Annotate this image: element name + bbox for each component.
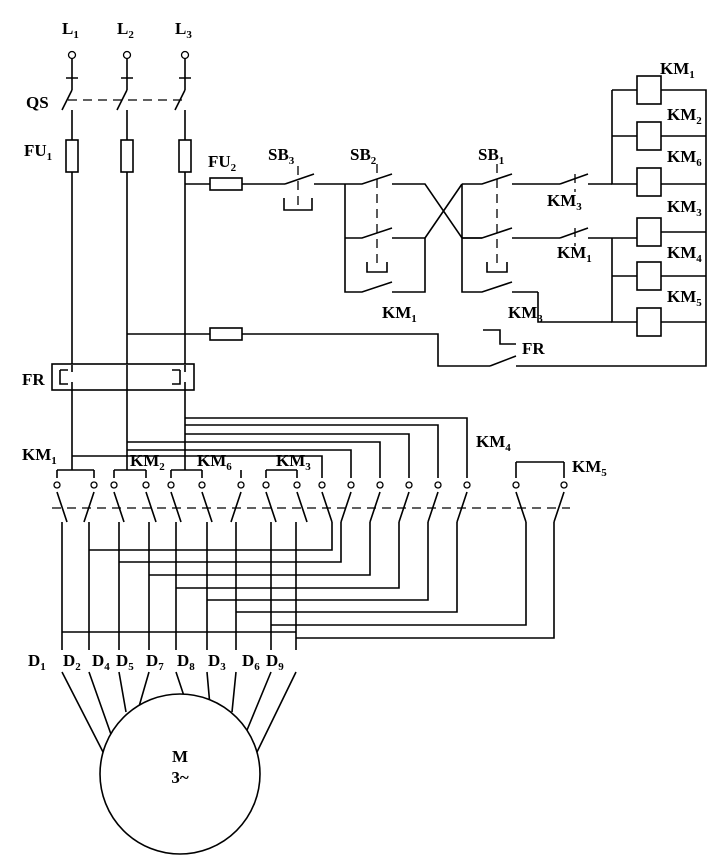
label-L2: L2	[117, 19, 134, 41]
label-D9: D9	[266, 651, 284, 673]
label-D8: D8	[177, 651, 195, 673]
fuses-fu1	[65, 139, 192, 173]
label-D5: D5	[116, 651, 134, 673]
control-fuses	[209, 177, 490, 367]
label-FR-relay: FR	[22, 370, 45, 389]
label-FR-contact: FR	[522, 339, 545, 358]
coils	[611, 75, 707, 337]
switch-qs	[61, 78, 186, 140]
interconnect-wiring	[62, 417, 555, 639]
label-D7: D7	[146, 651, 164, 673]
main-contacts	[52, 461, 570, 650]
main-bus	[71, 172, 210, 365]
stop-button-sb3	[283, 166, 345, 211]
label-main-KM1: KM1	[22, 445, 57, 467]
label-main-KM5: KM5	[572, 457, 607, 479]
label-FU1: FU1	[24, 141, 52, 163]
motor-label: M	[172, 747, 188, 766]
label-main-KM6: KM6	[197, 451, 232, 473]
thermal-relay-fr	[51, 363, 195, 470]
label-KM1-hold: KM1	[382, 303, 417, 325]
label-SB2: SB2	[350, 145, 377, 167]
label-coil-KM3: KM3	[667, 197, 702, 219]
label-coil-KM6: KM6	[667, 147, 702, 169]
label-coil-KM5: KM5	[667, 287, 702, 309]
label-KM3-ctrl: KM3	[547, 191, 582, 213]
labels: L1 L2 L3 QS FU1 FU2 SB3 SB2 SB1 KM3 KM1 …	[22, 19, 702, 673]
label-SB1: SB1	[478, 145, 504, 167]
motor-phase-label: 3~	[171, 768, 189, 787]
label-D6: D6	[242, 651, 260, 673]
label-coil-KM2: KM2	[667, 105, 702, 127]
motor-leads	[61, 671, 297, 753]
label-D4: D4	[92, 651, 110, 673]
label-KM3-hold: KM3	[508, 303, 543, 325]
label-main-KM3: KM3	[276, 451, 311, 473]
label-coil-KM1: KM1	[660, 59, 695, 81]
label-D1: D1	[28, 651, 46, 673]
label-main-KM2: KM2	[130, 451, 165, 473]
label-D2: D2	[63, 651, 81, 673]
label-QS: QS	[26, 93, 49, 112]
label-SB3: SB3	[268, 145, 295, 167]
label-main-KM4: KM4	[476, 432, 511, 454]
label-coil-KM4: KM4	[667, 243, 702, 265]
label-L1: L1	[62, 19, 79, 41]
label-KM1-ctrl: KM1	[557, 243, 592, 265]
label-FU2: FU2	[208, 152, 237, 174]
main-contact-terminals	[53, 481, 568, 489]
label-D3: D3	[208, 651, 226, 673]
control-lines	[344, 164, 707, 367]
label-L3: L3	[175, 19, 192, 41]
motor	[99, 693, 261, 855]
supply-terminals	[66, 50, 191, 79]
